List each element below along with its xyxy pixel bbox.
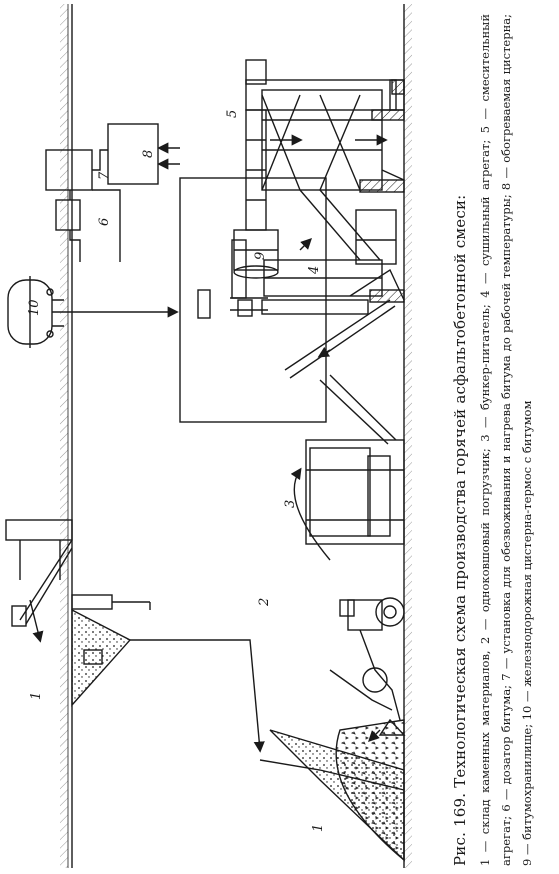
dryer-conveyor <box>284 299 396 379</box>
front-loader <box>329 597 406 736</box>
dewatering-unit <box>45 149 93 191</box>
label-3: 3 <box>283 500 298 508</box>
label-8: 8 <box>141 150 156 158</box>
bitumen-storage-hatch <box>197 289 211 319</box>
callout-labels: 1 1 2 3 4 5 6 7 8 9 10 <box>27 110 326 832</box>
label-1-upper: 1 <box>29 692 44 700</box>
heated-tank <box>107 123 159 185</box>
figure-caption: Рис. 169. Технологическая схема производ… <box>449 10 559 870</box>
ground-line-upper <box>60 4 73 868</box>
feeder-hopper <box>305 374 405 545</box>
unloading-gantry <box>5 519 73 643</box>
pipe-7-mixer <box>92 189 121 262</box>
aggregate-heap <box>335 719 405 862</box>
transfer-arrow-heap <box>368 729 381 742</box>
stockpile-upper <box>71 594 151 707</box>
label-1-lower: 1 <box>311 824 326 832</box>
bitumen-doser <box>55 199 81 231</box>
label-9: 9 <box>253 252 268 260</box>
label-4: 4 <box>307 266 322 275</box>
ground-line-lower <box>403 4 412 868</box>
label-2: 2 <box>257 598 272 607</box>
caption-legend: 1 — склад каменных материалов, 2 — однок… <box>478 14 534 866</box>
label-10: 10 <box>27 299 42 316</box>
support-columns <box>359 79 405 303</box>
pipe-8-7 <box>92 149 108 171</box>
transfer-arrow-stock <box>130 639 265 753</box>
transfer-arrow-loader <box>290 467 331 561</box>
elevator-tower <box>245 109 267 231</box>
pipe-6-mixer <box>69 230 81 262</box>
caption-title: Рис. 169. Технологическая схема производ… <box>451 194 469 866</box>
label-5: 5 <box>225 110 240 118</box>
label-6: 6 <box>97 218 112 226</box>
bitumen-storage <box>179 177 327 423</box>
label-7: 7 <box>97 171 112 180</box>
